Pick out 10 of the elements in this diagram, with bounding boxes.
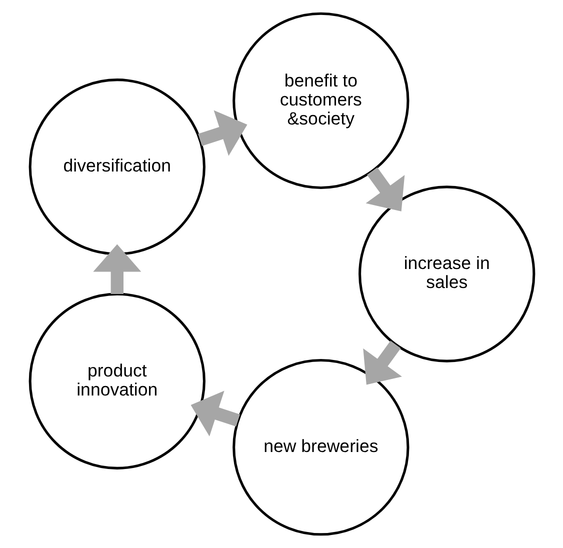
arrow — [92, 244, 141, 294]
node-circle: increase in sales — [358, 186, 535, 362]
node-circle: product innovation — [28, 292, 205, 470]
arrow — [365, 167, 404, 212]
node-circle: diversification — [28, 78, 205, 256]
node-circle: new breweries — [232, 359, 409, 536]
arrow — [190, 390, 240, 436]
arrow — [362, 340, 402, 385]
arrow — [198, 110, 247, 156]
node-circle: benefit to customers &society — [232, 12, 409, 189]
